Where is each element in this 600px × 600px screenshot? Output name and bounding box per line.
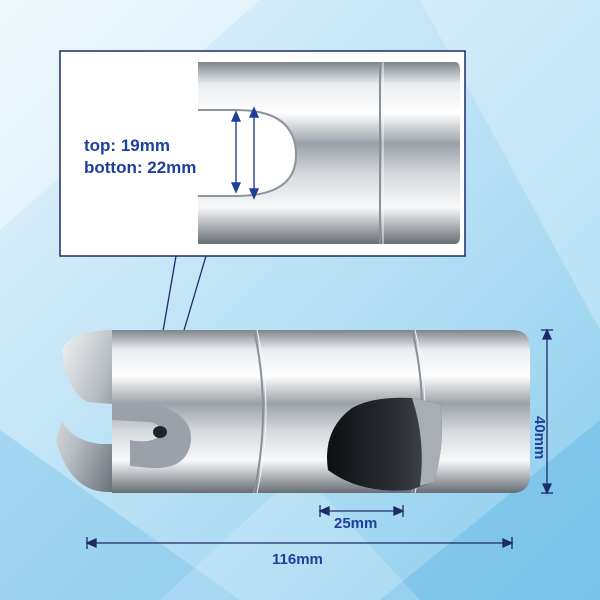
height-label: 40mm: [531, 416, 548, 460]
background-facet: [380, 420, 600, 600]
width-label: 25mm: [334, 515, 378, 532]
width-dimension-line: [318, 505, 405, 517]
background-facet: [0, 430, 240, 600]
length-dimension-line: [85, 537, 514, 549]
top-diameter-label: top: 19mm: [84, 136, 170, 155]
slide-bar-clamp: [56, 329, 530, 494]
length-label: 116mm: [272, 551, 323, 568]
height-dimension-line: [541, 328, 553, 495]
background-facet: [160, 470, 420, 600]
zoomed-clamp: [198, 62, 460, 244]
bottom-diameter-label: botton: 22mm: [84, 158, 197, 177]
inner-diameter-arrows: [230, 106, 260, 200]
